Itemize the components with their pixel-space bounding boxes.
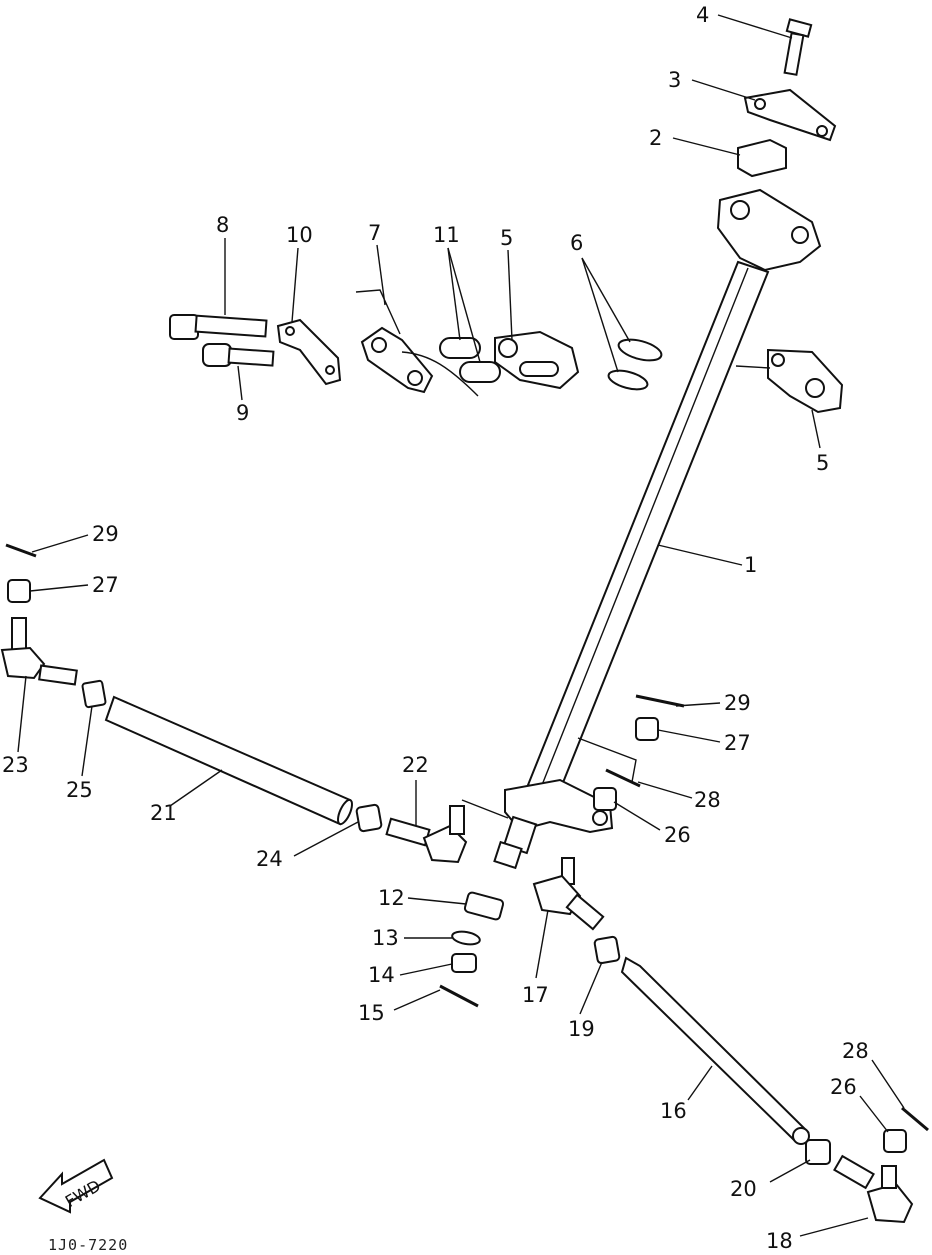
- callout-14: 14: [368, 963, 395, 987]
- leader-lines: [17, 14, 905, 1237]
- nut-20-part: [805, 1139, 831, 1165]
- callout-17: 17: [522, 983, 549, 1007]
- callout-20: 20: [730, 1177, 757, 1201]
- callout-26-lower: 26: [830, 1075, 857, 1099]
- nut-24-part: [355, 803, 383, 833]
- nut-25-part: [81, 679, 107, 709]
- bracket-2-part: [737, 138, 787, 178]
- callout-26: 26: [664, 823, 691, 847]
- callout-16: 16: [660, 1099, 687, 1123]
- bolt-9-part: [202, 343, 275, 367]
- drawing-code: 1J0-7220: [48, 1236, 128, 1254]
- callout-29-left: 29: [92, 522, 119, 546]
- washer-6-part: [607, 338, 663, 391]
- tie-rod-21-part: [104, 695, 353, 826]
- callout-5-right: 5: [816, 451, 829, 475]
- washer-12-part: [463, 891, 505, 921]
- bolt-8-part: [169, 314, 268, 340]
- bushing-11-part: [439, 337, 501, 383]
- tie-rod-16-part: [620, 956, 810, 1145]
- callout-19: 19: [568, 1017, 595, 1041]
- callout-29-right: 29: [724, 691, 751, 715]
- cotter-pin-29-left-part: [5, 543, 37, 558]
- nut-27-right-part: [635, 717, 659, 741]
- callout-24: 24: [256, 847, 283, 871]
- tie-rod-end-17-part: [532, 857, 605, 931]
- callout-23: 23: [2, 753, 29, 777]
- callout-8: 8: [216, 213, 229, 237]
- callout-28: 28: [694, 788, 721, 812]
- nut-27-left-part: [7, 579, 31, 603]
- callout-5-upper: 5: [500, 226, 513, 250]
- callout-11: 11: [433, 223, 460, 247]
- nut-19-part: [593, 935, 621, 965]
- callout-12: 12: [378, 886, 405, 910]
- callout-25: 25: [66, 778, 93, 802]
- nut-26-part: [593, 787, 617, 811]
- callout-2: 2: [649, 126, 662, 150]
- cotter-pin-29-right-part: [635, 694, 685, 708]
- callout-27-right: 27: [724, 731, 751, 755]
- callout-22: 22: [402, 753, 429, 777]
- nut-14-part: [451, 953, 477, 973]
- callout-18: 18: [766, 1229, 793, 1253]
- cotter-pin-28-lower-part: [901, 1106, 929, 1132]
- callout-labels: 4 3 2 8 10 7 11 5 6 9 5 1 29 27 23 25 21…: [2, 3, 869, 1253]
- plate-10-part: [276, 318, 342, 386]
- callout-1: 1: [744, 553, 757, 577]
- tie-rod-end-18-part: [833, 1154, 914, 1224]
- callout-6: 6: [570, 231, 583, 255]
- fwd-arrow-icon: FWD: [38, 1158, 114, 1214]
- cotter-pin-28-part: [605, 768, 641, 788]
- callout-28-lower: 28: [842, 1039, 869, 1063]
- callout-10: 10: [286, 223, 313, 247]
- callout-4: 4: [696, 3, 709, 27]
- cotter-pin-15-part: [439, 984, 479, 1008]
- lever-7-part: [355, 289, 479, 397]
- callout-3: 3: [668, 68, 681, 92]
- callout-15: 15: [358, 1001, 385, 1025]
- washer-13-part: [451, 930, 481, 946]
- callout-7: 7: [368, 221, 381, 245]
- holder-5-upper-part: [494, 330, 580, 390]
- steering-column-part: [493, 188, 822, 870]
- nut-26-lower-part: [883, 1129, 907, 1153]
- callout-9: 9: [236, 401, 249, 425]
- bolt-4-part: [783, 18, 813, 76]
- callout-27-left: 27: [92, 573, 119, 597]
- tie-rod-end-22-part: [385, 805, 468, 864]
- callout-13: 13: [372, 926, 399, 950]
- tie-rod-end-23-part: [0, 617, 78, 686]
- callout-21: 21: [150, 801, 177, 825]
- plate-3-part: [743, 88, 837, 142]
- holder-5-part: [767, 348, 844, 414]
